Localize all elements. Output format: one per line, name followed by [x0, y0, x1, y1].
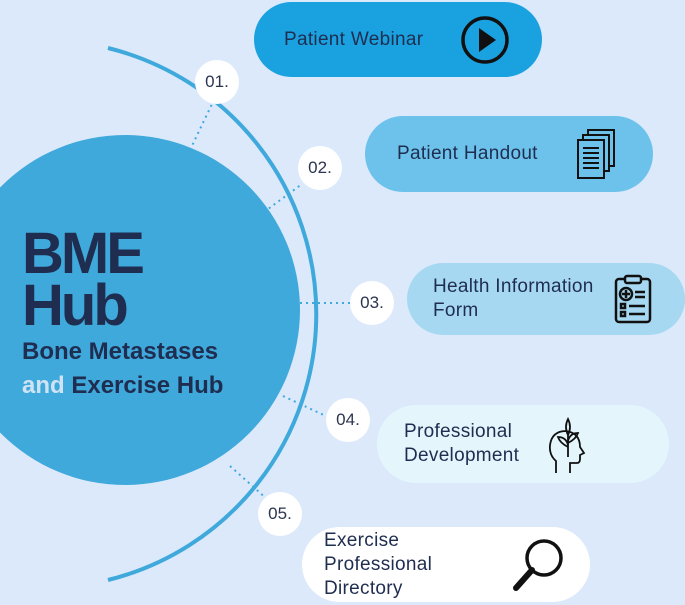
professional-development-label: Professional Development: [404, 421, 520, 466]
step-number-05: 05.: [258, 492, 302, 536]
hub-circle: [0, 135, 300, 485]
patient-webinar-button[interactable]: Patient Webinar: [254, 2, 542, 77]
clipboard-medical-icon: [613, 274, 653, 324]
patient-handout-button[interactable]: Patient Handout: [365, 116, 653, 192]
exercise-professional-directory-label: Exercise Professional Directory: [324, 529, 433, 599]
step-number-02: 02.: [298, 146, 342, 190]
brand-subtitle-and: and: [22, 372, 65, 399]
connector-01: [189, 103, 213, 151]
brand-subtitle-line1: Bone Metastases: [22, 338, 219, 365]
health-information-form-label: Health Information Form: [433, 276, 594, 321]
step-number-03: 03.: [350, 281, 394, 325]
brand-title-line1: BME: [22, 221, 145, 286]
professional-development-button[interactable]: Professional Development: [377, 405, 669, 483]
patient-webinar-label: Patient Webinar: [284, 28, 424, 50]
connector-02: [263, 183, 303, 213]
brand-title-line2: Hub: [22, 273, 129, 338]
step-number-04: 04.: [326, 398, 370, 442]
patient-handout-label: Patient Handout: [397, 143, 538, 164]
play-icon: [460, 15, 510, 65]
exercise-professional-directory-button[interactable]: Exercise Professional Directory: [302, 527, 590, 602]
magnifier-icon: [510, 536, 568, 594]
health-information-form-button[interactable]: Health Information Form: [407, 263, 685, 335]
brand-block: BME Hub Bone Metastases and Exercise Hub: [22, 221, 223, 400]
head-plant-icon: [544, 413, 592, 475]
document-stack-icon: [575, 128, 617, 180]
brand-subtitle-line2: and Exercise Hub: [22, 372, 223, 400]
brand-subtitle-rest: Exercise Hub: [71, 372, 224, 399]
connector-05: [229, 465, 269, 501]
step-number-01: 01.: [195, 60, 239, 104]
connector-04: [282, 395, 331, 419]
